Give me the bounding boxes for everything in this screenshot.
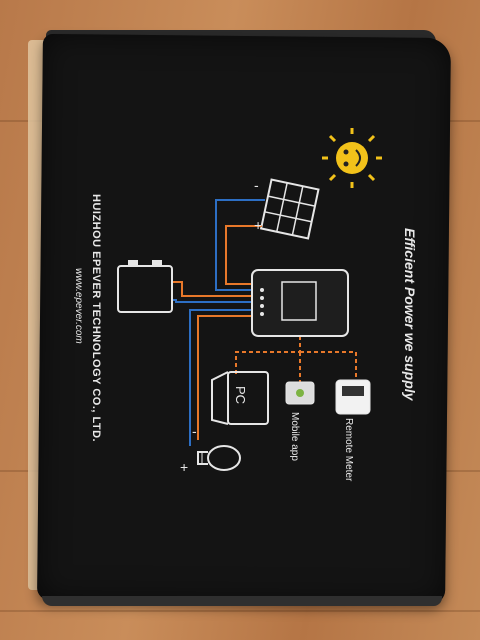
laptop-icon: [211, 371, 269, 425]
battery-icon: [117, 260, 173, 313]
light-bulb-icon: [197, 445, 241, 471]
panel-minus-label: -: [254, 177, 259, 193]
charge-controller-icon: [251, 269, 349, 337]
load-plus-label: +: [180, 459, 188, 475]
company-website: www.epever.com: [73, 268, 84, 344]
load-minus-label: -: [192, 423, 197, 439]
panel-plus-label: +: [254, 217, 262, 233]
tagline: Efficient Power we supply: [402, 228, 418, 401]
remote-meter-icon: [335, 379, 371, 415]
mobile-app-label: Mobile app: [289, 412, 300, 461]
box-bottom-edge: [42, 596, 442, 606]
company-name: HUIZHOU EPEVER TECHNOLOGY CO., LTD.: [90, 194, 102, 443]
sun-mascot-icon: [322, 128, 382, 188]
solar-panel-icon: [259, 178, 320, 240]
wiring: [172, 199, 357, 446]
mobile-phone-icon: [285, 381, 315, 405]
remote-meter-label: Remote Meter: [343, 418, 354, 482]
pc-label: PC: [233, 386, 248, 405]
